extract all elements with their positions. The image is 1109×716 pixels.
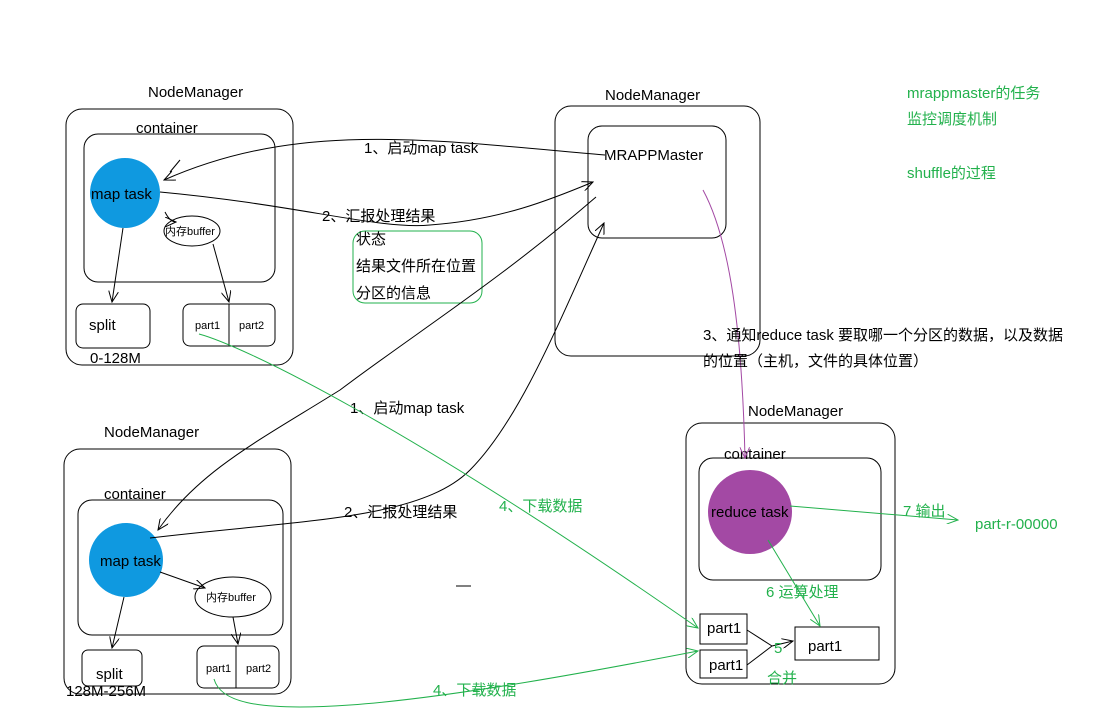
notify-reduce-arrow xyxy=(702,189,745,458)
map-task-circle xyxy=(89,523,163,597)
node-manager-reduce: NodeManager container reduce task part1 … xyxy=(685,403,896,685)
split-to-task-arrow xyxy=(112,596,125,648)
report-arrow-top xyxy=(159,182,593,227)
partition-box xyxy=(196,645,280,689)
container-frame xyxy=(83,133,276,283)
buffer-to-partition-arrow xyxy=(212,243,229,302)
download-label-top: 4、下载数据 xyxy=(499,498,582,515)
reduce-task-circle xyxy=(708,470,792,554)
download-label-bottom: 4、下载数据 xyxy=(433,682,516,699)
part1-label-a: part1 xyxy=(707,620,741,637)
start-map-task-arrow-top xyxy=(164,138,606,180)
part1-download-box-b xyxy=(699,649,748,679)
buffer-to-partition-arrow xyxy=(233,616,238,644)
map-task-label: map task xyxy=(91,186,152,203)
merge-line-b xyxy=(746,645,773,666)
merge-label: 合并 xyxy=(767,670,797,687)
part1-download-box-a xyxy=(699,613,748,645)
part2-label: part2 xyxy=(239,320,264,332)
node-manager-master: NodeManager MRAPPMaster xyxy=(554,87,761,357)
reduce-task-label: reduce task xyxy=(711,504,789,521)
memory-buffer xyxy=(163,215,221,247)
report-info-line1: 状态 xyxy=(356,231,386,248)
node-title: NodeManager xyxy=(605,87,700,104)
range-label: 128M-256M xyxy=(66,683,146,700)
node-frame xyxy=(554,105,761,357)
split-box xyxy=(75,303,151,349)
node-manager-bottom-left: NodeManager container map task 内存buffer … xyxy=(63,424,292,700)
mrappmaster-label: MRAPPMaster xyxy=(604,147,703,164)
note-line1: mrappmaster的任务 xyxy=(907,85,1040,102)
download-arrow-top xyxy=(198,333,698,628)
split-label: split xyxy=(89,317,117,334)
report-label-top: 2、汇报处理结果 xyxy=(322,208,435,225)
buffer-label: 内存buffer xyxy=(206,590,256,604)
start-map-task-arrow-bottom xyxy=(158,196,597,530)
output-arrow xyxy=(789,505,958,520)
note-line2: 监控调度机制 xyxy=(907,111,997,128)
output-label: 7 输出 xyxy=(903,503,946,520)
split-to-task-arrow xyxy=(112,227,124,302)
node-title: NodeManager xyxy=(748,403,843,420)
notify-label-line1: 3、通知reduce task 要取哪一个分区的数据，以及数据 xyxy=(703,327,1063,344)
compute-label: 6 运算处理 xyxy=(766,583,839,601)
start-map-task-label-bottom: 1、启动map task xyxy=(350,400,465,417)
node-title: NodeManager xyxy=(104,424,199,441)
task-to-buffer-arrow xyxy=(159,571,205,588)
output-file: part-r-00000 xyxy=(975,516,1058,533)
container-label: container xyxy=(104,486,166,503)
stray-dash: — xyxy=(456,577,471,594)
buffer-label: 内存buffer xyxy=(165,224,215,238)
range-label: 0-128M xyxy=(90,350,141,367)
merge-line-a xyxy=(746,629,773,647)
node-frame xyxy=(65,108,294,366)
tick-mark xyxy=(169,159,181,173)
container-frame xyxy=(77,499,284,636)
node-title: NodeManager xyxy=(148,84,243,101)
container-frame xyxy=(698,457,882,581)
node-frame xyxy=(685,422,896,685)
task-to-buffer-arrow xyxy=(164,211,176,222)
merged-part-label: part1 xyxy=(808,638,842,655)
part1-label: part1 xyxy=(195,320,220,332)
notify-label-line2: 的位置（主机，文件的具体位置） xyxy=(703,353,928,370)
download-arrow-bottom xyxy=(213,651,698,708)
report-info-box xyxy=(352,230,483,304)
part2-label: part2 xyxy=(246,663,271,675)
compute-arrow xyxy=(767,539,820,626)
part1-label-b: part1 xyxy=(709,657,743,674)
merge-arrow xyxy=(771,641,793,646)
report-arrow-bottom xyxy=(149,223,604,539)
map-task-label: map task xyxy=(100,553,161,570)
start-map-task-label-top: 1、启动map task xyxy=(364,140,479,157)
map-task-circle xyxy=(90,158,160,228)
merge-number: 5 xyxy=(774,640,782,657)
note-line3: shuffle的过程 xyxy=(907,165,996,182)
report-info-line3: 分区的信息 xyxy=(356,285,431,302)
container-label: container xyxy=(136,120,198,137)
merged-part-box xyxy=(794,626,880,661)
part1-label: part1 xyxy=(206,663,231,675)
split-label: split xyxy=(96,666,124,683)
node-manager-top-left: NodeManager container map task 内存buffer … xyxy=(65,84,294,367)
node-frame xyxy=(63,448,292,695)
report-info-line2: 结果文件所在位置 xyxy=(356,258,476,275)
split-box xyxy=(81,649,143,687)
report-label-bottom: 2、汇报处理结果 xyxy=(344,504,457,521)
container-label: container xyxy=(724,446,786,463)
mrappmaster-box xyxy=(587,125,727,239)
